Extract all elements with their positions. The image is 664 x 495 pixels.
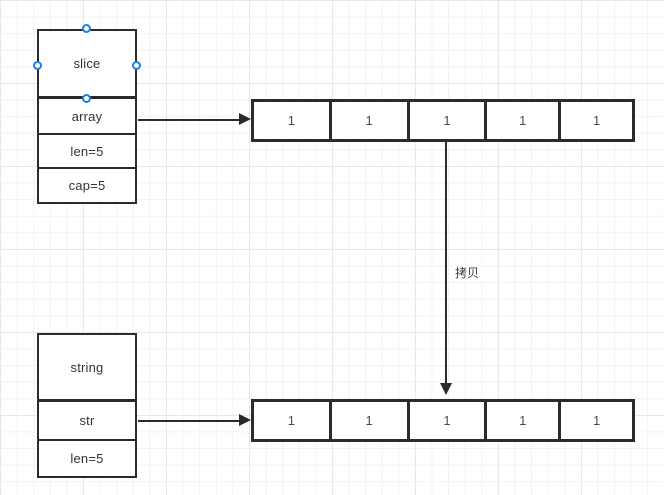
edge-string-str-line: [138, 420, 240, 422]
selection-handle-top[interactable]: [82, 24, 91, 33]
selection-handle-left[interactable]: [33, 61, 42, 70]
string-struct-field-len-label: len=5: [70, 451, 104, 466]
string-struct-header: string: [39, 335, 135, 402]
slice-struct-field-cap-label: cap=5: [68, 178, 106, 193]
array-cell-value: 1: [519, 413, 527, 428]
selection-handle-bottom[interactable]: [82, 94, 91, 103]
edge-string-str-arrowhead: [239, 414, 251, 426]
array-cell[interactable]: 1: [254, 402, 332, 439]
array-cell[interactable]: 1: [254, 102, 332, 139]
edge-copy-arrowhead: [440, 383, 452, 395]
array-cell[interactable]: 1: [332, 102, 410, 139]
array-cell[interactable]: 1: [487, 102, 562, 139]
string-struct-field-len[interactable]: len=5: [39, 441, 135, 476]
array-cell-value: 1: [443, 413, 451, 428]
slice-backing-array[interactable]: 1 1 1 1 1: [251, 99, 635, 142]
string-backing-array[interactable]: 1 1 1 1 1: [251, 399, 635, 442]
slice-struct-field-len-label: len=5: [70, 143, 104, 159]
array-cell[interactable]: 1: [487, 402, 562, 439]
selection-handle-right[interactable]: [132, 61, 141, 70]
slice-struct-field-cap[interactable]: cap=5: [39, 169, 135, 202]
edge-copy-label: 拷贝: [452, 263, 483, 282]
string-struct[interactable]: string str len=5: [37, 333, 137, 478]
array-cell-value: 1: [365, 113, 373, 128]
edge-copy-line: [445, 141, 447, 384]
array-cell-value: 1: [287, 113, 295, 128]
string-struct-field-str-label: str: [79, 413, 95, 428]
array-cell[interactable]: 1: [332, 402, 410, 439]
edge-slice-array-arrowhead: [239, 113, 251, 125]
slice-struct-field-len[interactable]: len=5: [39, 135, 135, 169]
array-cell-value: 1: [519, 113, 527, 128]
array-cell[interactable]: 1: [410, 402, 488, 439]
edge-slice-array-line: [138, 119, 240, 121]
array-cell-value: 1: [592, 113, 601, 128]
array-cell-value: 1: [365, 413, 373, 428]
slice-struct-header-label: slice: [73, 56, 101, 71]
array-cell[interactable]: 1: [410, 102, 488, 139]
string-struct-header-label: string: [70, 359, 104, 375]
array-cell-value: 1: [592, 413, 601, 428]
array-cell-value: 1: [287, 413, 295, 428]
slice-struct-field-array-label: array: [71, 108, 103, 124]
slice-struct-field-array[interactable]: array: [39, 99, 135, 135]
array-cell[interactable]: 1: [561, 402, 632, 439]
array-cell-value: 1: [443, 113, 451, 128]
slice-struct[interactable]: slice array len=5 cap=5: [37, 29, 137, 204]
slice-struct-header: slice: [39, 31, 135, 99]
array-cell[interactable]: 1: [561, 102, 632, 139]
string-struct-field-str[interactable]: str: [39, 402, 135, 441]
